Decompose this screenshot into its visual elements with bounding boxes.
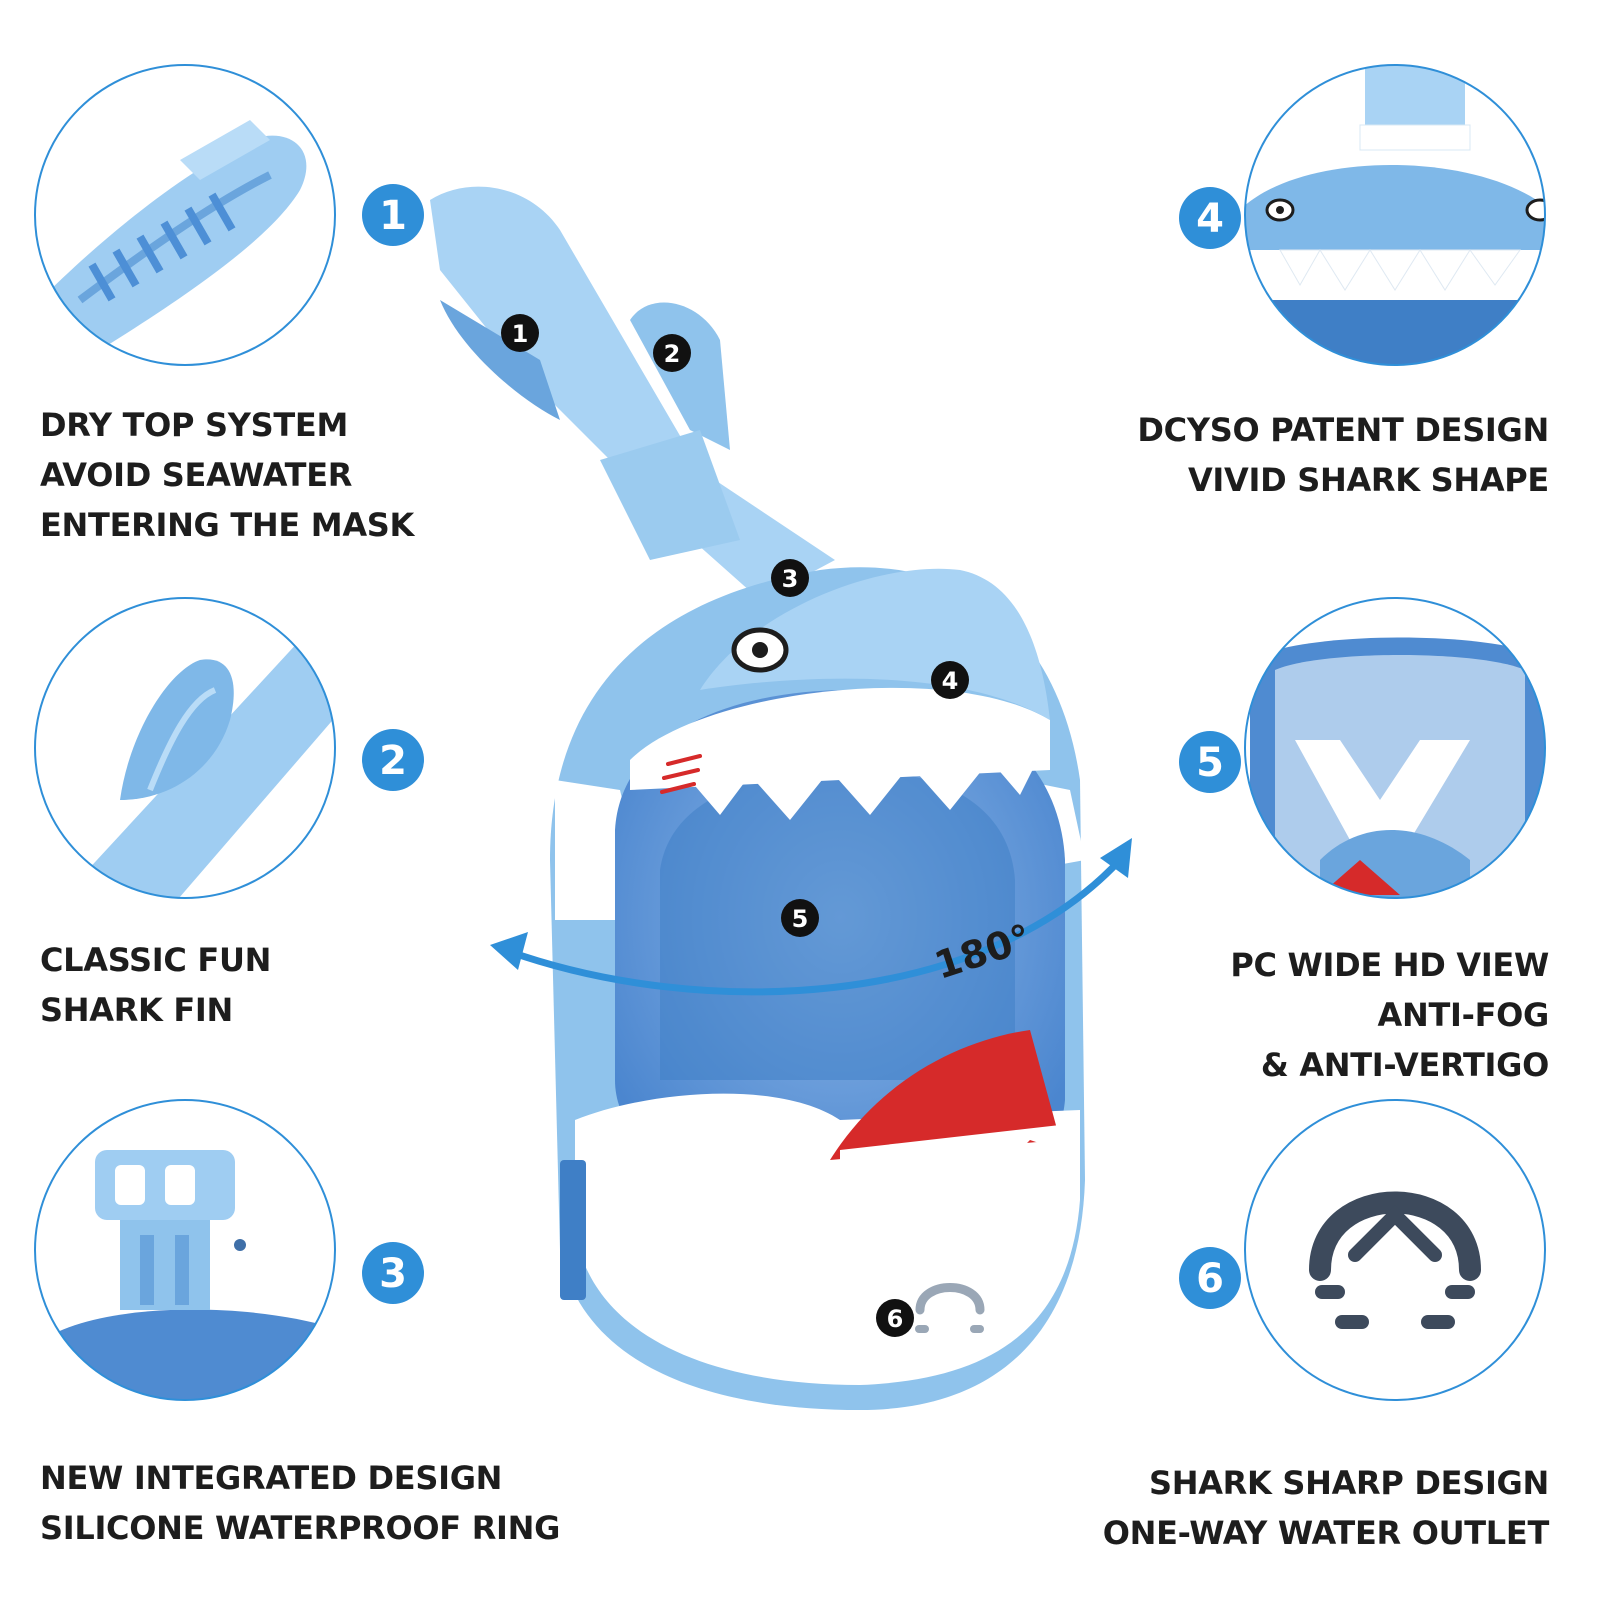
feature-badge-3: 3 xyxy=(362,1242,424,1304)
detail-circle-water-outlet xyxy=(1244,1099,1546,1401)
svg-text:2: 2 xyxy=(379,738,407,784)
feature-caption-3: NEW INTEGRATED DESIGN SILICONE WATERPROO… xyxy=(40,1453,560,1553)
view-angle-arrow: 180° xyxy=(490,838,1132,996)
caption-line: ENTERING THE MASK xyxy=(40,506,415,544)
caption-line: DRY TOP SYSTEM xyxy=(40,406,348,444)
feature-badge-5: 5 xyxy=(1179,731,1241,793)
detail-circle-shark-shape xyxy=(1244,64,1546,366)
product-marker-2: 2 xyxy=(653,334,691,372)
svg-text:4: 4 xyxy=(1196,196,1224,242)
product-marker-6: 6 xyxy=(876,1299,914,1337)
detail-circle-integrated-design xyxy=(34,1099,336,1401)
shark-snorkel-mask xyxy=(430,186,1085,1410)
caption-line: DCYSO PATENT DESIGN xyxy=(1137,411,1549,449)
caption-line: AVOID SEAWATER xyxy=(40,456,353,494)
feature-badge-6: 6 xyxy=(1179,1247,1241,1309)
feature-caption-1: DRY TOP SYSTEM AVOID SEAWATER ENTERING T… xyxy=(40,400,414,550)
product-marker-1: 1 xyxy=(501,314,539,352)
feature-badge-1: 1 xyxy=(362,184,424,246)
caption-line: CLASSIC FUN xyxy=(40,941,272,979)
caption-line: & ANTI-VERTIGO xyxy=(1260,1046,1549,1084)
svg-text:1: 1 xyxy=(379,193,407,239)
svg-text:4: 4 xyxy=(942,667,959,695)
caption-line: SILICONE WATERPROOF RING xyxy=(40,1509,561,1547)
caption-line: ANTI-FOG xyxy=(1377,996,1550,1034)
feature-caption-5: PC WIDE HD VIEW ANTI-FOG & ANTI-VERTIGO xyxy=(1230,940,1549,1090)
caption-line: SHARK SHARP DESIGN xyxy=(1148,1464,1549,1502)
feature-caption-4: DCYSO PATENT DESIGN VIVID SHARK SHAPE xyxy=(1137,405,1549,505)
product-marker-5: 5 xyxy=(781,899,819,937)
svg-text:6: 6 xyxy=(1196,1256,1224,1302)
caption-line: ONE-WAY WATER OUTLET xyxy=(1102,1514,1550,1552)
detail-circle-wide-view xyxy=(1244,597,1546,899)
caption-line: VIVID SHARK SHAPE xyxy=(1187,461,1549,499)
product-marker-3: 3 xyxy=(771,559,809,597)
feature-badge-4: 4 xyxy=(1179,187,1241,249)
svg-text:5: 5 xyxy=(1196,740,1224,786)
svg-text:2: 2 xyxy=(664,340,681,368)
detail-circle-dry-top xyxy=(34,64,336,366)
caption-line: NEW INTEGRATED DESIGN xyxy=(40,1459,503,1497)
feature-badge-2: 2 xyxy=(362,729,424,791)
feature-caption-2: CLASSIC FUN SHARK FIN xyxy=(40,935,271,1035)
svg-text:5: 5 xyxy=(792,905,809,933)
caption-line: PC WIDE HD VIEW xyxy=(1230,946,1549,984)
feature-caption-6: SHARK SHARP DESIGN ONE-WAY WATER OUTLET xyxy=(1102,1458,1550,1558)
svg-text:3: 3 xyxy=(782,565,799,593)
svg-text:1: 1 xyxy=(512,320,529,348)
svg-text:6: 6 xyxy=(887,1305,904,1333)
svg-text:3: 3 xyxy=(379,1251,407,1297)
caption-line: SHARK FIN xyxy=(40,991,234,1029)
product-marker-4: 4 xyxy=(931,661,969,699)
detail-circle-shark-fin xyxy=(34,597,336,899)
